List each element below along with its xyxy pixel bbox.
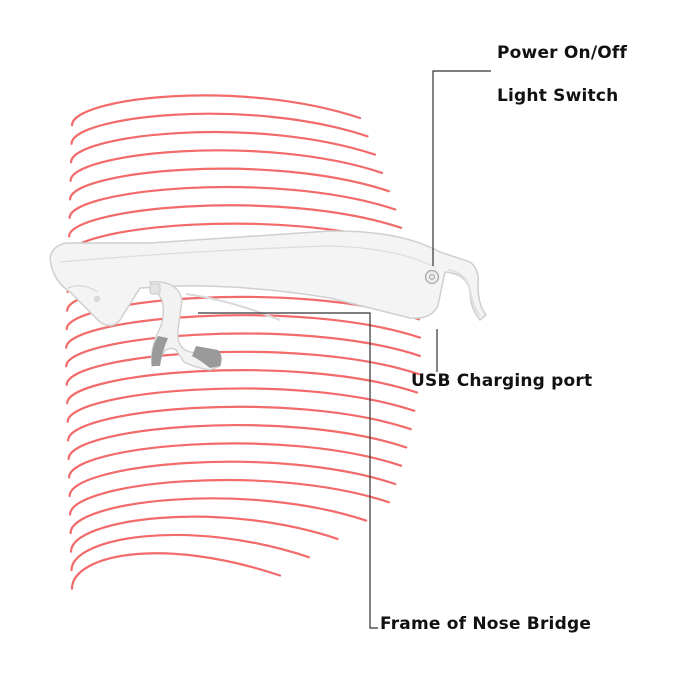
led-line [69, 515, 339, 553]
led-line [70, 533, 310, 572]
label-light-switch: Light Switch [497, 86, 619, 106]
leader-line-nose [198, 312, 378, 629]
led-line [68, 442, 403, 479]
label-frame-of-nose-bridge: Frame of Nose Bridge [380, 614, 592, 634]
led-line [66, 387, 416, 423]
label-power-on-off: Power On/Off [497, 43, 628, 63]
leader-line-power [432, 70, 491, 266]
led-line [67, 405, 412, 442]
mask-frame [49, 230, 488, 327]
led-line [69, 497, 368, 535]
led-line [65, 314, 421, 349]
led-line [68, 167, 391, 201]
led-line [65, 332, 421, 368]
led-line [69, 149, 384, 182]
led-face-mask-icon [65, 94, 421, 590]
led-line [70, 552, 282, 590]
led-line [68, 204, 403, 238]
led-line [68, 185, 397, 219]
label-usb-charging-port: USB Charging port [411, 371, 593, 391]
power-button-icon [424, 269, 440, 285]
led-line [68, 460, 397, 498]
led-line [70, 94, 362, 127]
led-line [68, 479, 391, 516]
leader-lines [198, 70, 491, 629]
led-line [67, 423, 408, 461]
led-line [66, 369, 419, 405]
nose-bridge-frame [148, 281, 281, 371]
led-line [70, 112, 369, 145]
led-line [69, 130, 377, 164]
